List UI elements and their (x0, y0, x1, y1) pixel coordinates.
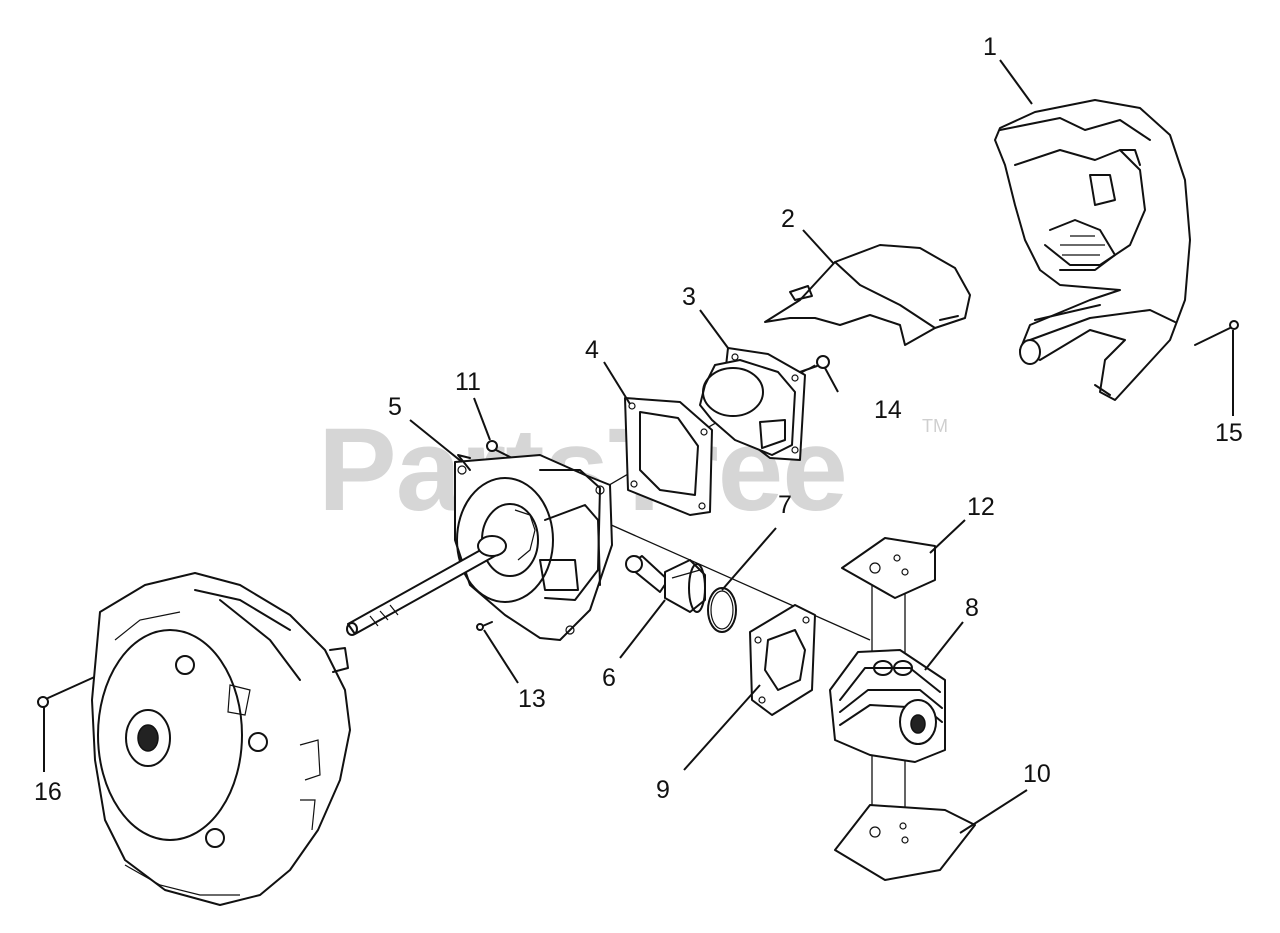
callout-10: 10 (1023, 760, 1051, 788)
callout-8: 8 (965, 594, 979, 622)
callout-13: 13 (518, 685, 546, 713)
callout-labels: 1 2 3 4 5 6 7 8 9 10 11 12 13 14 15 16 (34, 33, 1243, 806)
callout-6: 6 (602, 664, 616, 692)
watermark-trademark: TM (922, 416, 948, 436)
callout-7: 7 (778, 491, 792, 519)
callout-14: 14 (874, 396, 902, 424)
part-3-muffler (699, 347, 806, 461)
part-4-muffler-gasket (624, 397, 713, 516)
callout-2: 2 (781, 205, 795, 233)
part-9-cylinder-gasket (749, 604, 816, 716)
callout-5: 5 (388, 393, 402, 421)
callout-1: 1 (983, 33, 997, 61)
part-6-piston (625, 555, 706, 613)
part-8-cylinder (829, 649, 946, 763)
part-5-crankcase (454, 454, 613, 641)
flywheel-housing (91, 572, 351, 906)
part-7-piston-ring (707, 587, 737, 633)
callout-11: 11 (455, 368, 481, 396)
part-12-top-plate (841, 537, 936, 599)
callout-16: 16 (34, 778, 62, 806)
callout-12: 12 (967, 493, 995, 521)
part-10-bottom-plate (834, 804, 976, 881)
part-13-pin (476, 621, 493, 631)
crankshaft (346, 535, 507, 636)
callout-4: 4 (585, 336, 599, 364)
leader-lines (43, 59, 1234, 834)
part-15-screw (1194, 320, 1239, 346)
callout-3: 3 (682, 283, 696, 311)
part-2-cylinder-shield (764, 244, 971, 346)
part-1-housing-shroud (994, 99, 1191, 401)
part-14-screw (799, 355, 830, 373)
callout-15: 15 (1215, 419, 1243, 447)
callout-9: 9 (656, 776, 670, 804)
